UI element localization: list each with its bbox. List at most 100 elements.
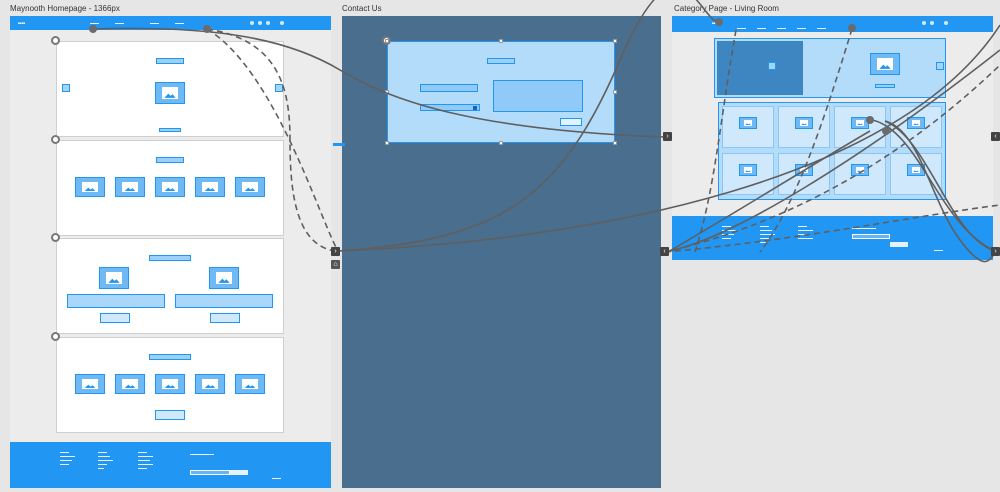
promo-button[interactable] xyxy=(210,313,240,323)
hero-text-panel xyxy=(717,41,803,95)
wire-start-dot[interactable] xyxy=(866,116,874,124)
nav-item[interactable]: ▬▬▬ xyxy=(115,21,124,25)
artboard-category[interactable]: ■■■■ ▬▬▬ ▬▬▬ ▬▬▬ ▬▬▬ ▬▬▬ ▬▬▬▬▬▬▬▬▬▬▬▬▬▬▬… xyxy=(672,16,993,260)
image-placeholder-icon xyxy=(115,374,145,394)
nav-item[interactable]: ▬▬▬ xyxy=(777,26,786,30)
wire-start-dot[interactable] xyxy=(89,25,97,33)
product-card[interactable] xyxy=(722,153,774,195)
image-placeholder-icon xyxy=(115,177,145,197)
nav-item[interactable]: ▬▬▬ xyxy=(817,26,826,30)
nav-item[interactable]: ▬▬▬ xyxy=(737,26,746,30)
contact-form-section[interactable] xyxy=(387,41,615,143)
newsletter-subscribe-button[interactable] xyxy=(230,470,248,475)
image-placeholder-icon xyxy=(195,177,225,197)
section-label xyxy=(156,157,184,163)
lock-icon[interactable] xyxy=(51,135,60,144)
chevron-right-icon[interactable]: › xyxy=(331,247,340,256)
newsletter-email-input[interactable] xyxy=(852,234,890,239)
user-icon[interactable] xyxy=(280,21,284,25)
lock-icon[interactable] xyxy=(51,36,60,45)
artboard-homepage[interactable]: ■■■■ ▬▬▬ ▬▬▬ ▬▬▬ ▬▬▬ xyxy=(10,16,331,488)
email-input[interactable] xyxy=(420,104,480,111)
section-label xyxy=(149,255,191,261)
chevron-left-icon[interactable]: ‹ xyxy=(660,247,669,256)
chevron-right-icon[interactable]: › xyxy=(991,247,1000,256)
social-icon[interactable] xyxy=(266,21,270,25)
category-footer: ▬▬▬▬▬▬▬▬▬▬▬▬▬▬▬ ▬▬▬▬▬▬▬▬▬▬▬▬▬▬▬▬▬ ▬▬▬▬▬▬… xyxy=(672,216,993,260)
artboard-contact[interactable] xyxy=(342,16,661,488)
image-placeholder-icon xyxy=(155,82,185,104)
user-icon[interactable] xyxy=(944,21,948,25)
newsletter-email-input[interactable] xyxy=(190,470,230,475)
chevron-left-icon[interactable]: ‹ xyxy=(991,132,1000,141)
hero-button[interactable] xyxy=(875,84,895,88)
selection-handle[interactable] xyxy=(613,39,617,43)
selection-handle[interactable] xyxy=(385,39,389,43)
bestsellers-section xyxy=(56,337,284,433)
product-card[interactable] xyxy=(834,106,886,148)
arrow-left-icon[interactable] xyxy=(768,62,776,70)
image-placeholder-icon xyxy=(739,117,757,129)
artboard-title-homepage[interactable]: Maynooth Homepage - 1366px xyxy=(10,4,120,13)
image-placeholder-icon xyxy=(235,374,265,394)
product-card[interactable] xyxy=(722,106,774,148)
arrow-right-icon[interactable] xyxy=(936,62,944,70)
image-placeholder-icon xyxy=(75,177,105,197)
lock-icon[interactable] xyxy=(51,233,60,242)
scroll-indicator[interactable] xyxy=(333,143,345,146)
image-placeholder-icon xyxy=(209,267,239,289)
artboard-title-category[interactable]: Category Page - Living Room xyxy=(674,4,779,13)
hero-button[interactable] xyxy=(159,128,181,132)
newsletter-subscribe-button[interactable] xyxy=(890,242,908,247)
product-card[interactable] xyxy=(834,153,886,195)
image-placeholder-icon xyxy=(739,164,757,176)
selection-handle[interactable] xyxy=(385,90,389,94)
nav-item[interactable]: ▬▬▬ xyxy=(797,26,806,30)
selection-handle[interactable] xyxy=(499,39,503,43)
wire-start-dot[interactable] xyxy=(848,24,856,32)
lock-icon[interactable] xyxy=(51,332,60,341)
homepage-logo: ■■■■ xyxy=(18,21,26,25)
social-icon[interactable] xyxy=(258,21,262,25)
promo-text-block xyxy=(67,294,165,308)
product-grid xyxy=(718,102,946,200)
selection-handle[interactable] xyxy=(499,141,503,145)
chevron-right-icon[interactable]: › xyxy=(663,132,672,141)
home-icon[interactable]: ⌂ xyxy=(331,260,340,269)
artboard-title-contact[interactable]: Contact Us xyxy=(342,4,382,13)
selection-handle[interactable] xyxy=(613,90,617,94)
nav-item[interactable]: ▬▬▬ xyxy=(150,21,159,25)
nav-item[interactable]: ▬▬▬ xyxy=(757,26,766,30)
wire-start-dot[interactable] xyxy=(203,25,211,33)
image-placeholder-icon xyxy=(99,267,129,289)
wire-start-dot[interactable] xyxy=(715,18,723,26)
send-button[interactable] xyxy=(560,118,582,126)
social-icon[interactable] xyxy=(250,21,254,25)
product-card[interactable] xyxy=(778,153,830,195)
hero-section xyxy=(56,41,284,137)
chevron-down-icon[interactable] xyxy=(473,106,477,110)
nav-item[interactable]: ▬▬▬ xyxy=(175,21,184,25)
image-placeholder-icon xyxy=(155,177,185,197)
nav-item[interactable]: ▬▬▬ xyxy=(90,21,99,25)
newsletter-heading: ▬▬▬▬▬▬▬▬ xyxy=(190,452,214,456)
footer-copyright: ▬▬▬ xyxy=(272,476,281,480)
social-icon[interactable] xyxy=(930,21,934,25)
product-card[interactable] xyxy=(890,106,942,148)
arrow-left-icon[interactable] xyxy=(62,84,70,92)
selection-handle[interactable] xyxy=(613,141,617,145)
category-hero xyxy=(714,38,946,98)
product-card[interactable] xyxy=(778,106,830,148)
message-textarea[interactable] xyxy=(493,80,583,112)
promo-button[interactable] xyxy=(100,313,130,323)
section-label xyxy=(149,354,191,360)
image-placeholder-icon xyxy=(75,374,105,394)
product-card[interactable] xyxy=(890,153,942,195)
name-input[interactable] xyxy=(420,84,478,92)
selection-handle[interactable] xyxy=(385,141,389,145)
wire-start-dot[interactable] xyxy=(882,127,890,135)
view-all-button[interactable] xyxy=(155,410,185,420)
arrow-right-icon[interactable] xyxy=(275,84,283,92)
image-placeholder-icon xyxy=(870,53,900,75)
social-icon[interactable] xyxy=(922,21,926,25)
